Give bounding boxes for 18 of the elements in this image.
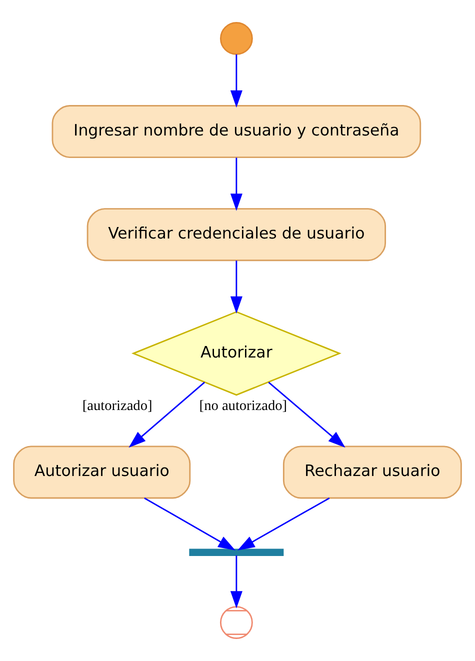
node-box: Verificar credenciales de usuario bbox=[86, 208, 386, 262]
arrow bbox=[128, 382, 205, 448]
node-box: Rechazar usuario bbox=[282, 446, 462, 499]
node-box: Ingresar nombre de usuario y contraseña bbox=[52, 105, 422, 158]
arrow bbox=[230, 158, 242, 211]
arrow bbox=[230, 555, 242, 608]
arrow bbox=[238, 498, 330, 550]
node-circle bbox=[220, 22, 253, 55]
arrow bbox=[230, 54, 242, 108]
edge-label: [autorizado] bbox=[82, 398, 152, 414]
node-bar bbox=[189, 548, 284, 556]
arrow bbox=[230, 260, 242, 314]
node-diamond: Autorizar bbox=[131, 311, 342, 396]
arrow bbox=[144, 498, 236, 550]
node-box: Autorizar usuario bbox=[13, 446, 191, 499]
arrow bbox=[268, 382, 346, 448]
edge-label: [no autorizado] bbox=[199, 398, 288, 414]
node-circle bbox=[220, 606, 253, 639]
